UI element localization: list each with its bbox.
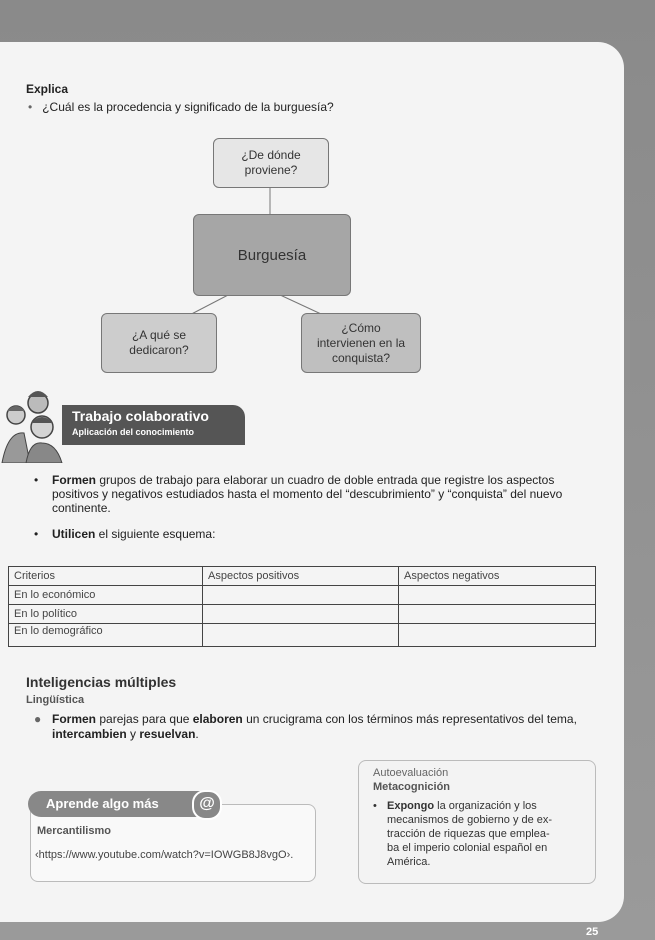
inteligencias-text-3: y [126, 727, 140, 741]
inteligencias-title: Inteligencias múltiples [26, 674, 177, 690]
table-row-label: En lo económico [8, 585, 203, 605]
inteligencias-bullet: ● Formen parejas para que elaboren un cr… [34, 712, 602, 742]
trabajo-title: Trabajo colaborativo [72, 408, 209, 424]
autoevaluacion-verb: Expongo [387, 800, 435, 812]
table-header-row: Criterios Aspectos positivos Aspectos ne… [8, 566, 596, 586]
table-cell[interactable] [398, 604, 596, 624]
trabajo-bullet-2-text: el siguiente esquema: [95, 527, 216, 541]
autoevaluacion-line: América. [387, 856, 431, 868]
diagram-conquest-line3: conquista? [331, 350, 391, 365]
table-row: En lo demográfico [8, 623, 596, 647]
diagram-activities-line2: dedicaron? [129, 343, 189, 357]
at-icon: @ [192, 790, 222, 820]
diagram-conquest-line2: intervienen en la [316, 335, 406, 350]
autoevaluacion-line: ba el imperio colonial español en [387, 842, 548, 854]
trabajo-bullet-2-verb: Utilicen [52, 527, 96, 541]
inteligencias-verb-2: elaboren [192, 712, 243, 726]
trabajo-colaborativo-header: Trabajo colaborativo Aplicación del cono… [0, 385, 250, 465]
aprende-tab: Aprende algo más [28, 791, 214, 817]
table-header-negativos: Aspectos negativos [398, 566, 596, 586]
diagram-origin-line1: ¿De dónde [241, 148, 301, 162]
children-icon [1, 391, 63, 463]
inteligencias-verb-3: intercambien [52, 727, 127, 741]
bullet-icon: • [373, 800, 377, 812]
table-cell[interactable] [398, 623, 596, 647]
autoevaluacion-line: la organización y los [434, 800, 537, 812]
aprende-topic: Mercantilismo [37, 825, 111, 837]
diagram-conquest-line1: ¿Cómo [341, 320, 381, 335]
autoevaluacion-line: mecanismos de gobierno y de ex- [387, 814, 553, 826]
table-cell[interactable] [202, 623, 399, 647]
trabajo-bullet-1-verb: Formen [52, 473, 97, 487]
inteligencias-subtitle: Lingüística [26, 694, 85, 706]
page-number: 25 [586, 926, 599, 938]
bullet-icon: • [34, 473, 39, 487]
trabajo-bullet-1: • Formen grupos de trabajo para elaborar… [34, 473, 596, 515]
table-row-label: En lo político [8, 604, 203, 624]
autoevaluacion-title: Autoevaluación [373, 767, 449, 779]
criteria-table: Criterios Aspectos positivos Aspectos ne… [8, 566, 596, 647]
aprende-link[interactable]: ‹https://www.youtube.com/watch?v=IOWGB8J… [35, 849, 294, 861]
table-row: En lo económico [8, 585, 596, 605]
autoevaluacion-card: Autoevaluación Metacognición • Expongo l… [358, 760, 596, 884]
inteligencias-verb-4: resuelvan [139, 727, 196, 741]
autoevaluacion-bullet: • Expongo la organización y los mecanism… [373, 799, 583, 869]
trabajo-banner: Trabajo colaborativo Aplicación del cono… [62, 405, 245, 445]
bullet-icon: ● [34, 712, 42, 726]
aprende-tab-label: Aprende algo más [46, 796, 159, 811]
bullet-icon: • [34, 527, 39, 541]
bullet-icon: • [28, 100, 33, 114]
inteligencias-verb-1: Formen [52, 712, 97, 726]
table-cell[interactable] [202, 585, 399, 605]
inteligencias-text-2: un crucigrama con los términos más repre… [242, 712, 577, 726]
explica-question-text: ¿Cuál es la procedencia y significado de… [42, 100, 334, 114]
explica-question: • ¿Cuál es la procedencia y significado … [28, 100, 334, 114]
table-header-positivos: Aspectos positivos [202, 566, 399, 586]
table-row: En lo político [8, 604, 596, 624]
explica-title: Explica [26, 82, 69, 96]
table-cell[interactable] [202, 604, 399, 624]
inteligencias-text-4: . [195, 727, 199, 741]
diagram-activities-line1: ¿A qué se [131, 328, 187, 342]
diagram-center-label: Burguesía [237, 246, 307, 264]
diagram-origin-line2: proviene? [244, 163, 298, 177]
table-header-criterios: Criterios [8, 566, 203, 586]
table-row-label: En lo demográfico [8, 623, 203, 647]
trabajo-bullet-1-text: grupos de trabajo para elaborar un cuadr… [52, 473, 563, 515]
diagram-box-center: Burguesía [193, 214, 351, 296]
autoevaluacion-subtitle: Metacognición [373, 781, 451, 793]
autoevaluacion-line: tracción de riquezas que emplea- [387, 828, 550, 840]
trabajo-subtitle: Aplicación del conocimiento [72, 427, 195, 437]
inteligencias-text-1: parejas para que [96, 712, 193, 726]
table-cell[interactable] [398, 585, 596, 605]
trabajo-bullet-2: • Utilicen el siguiente esquema: [34, 527, 596, 541]
